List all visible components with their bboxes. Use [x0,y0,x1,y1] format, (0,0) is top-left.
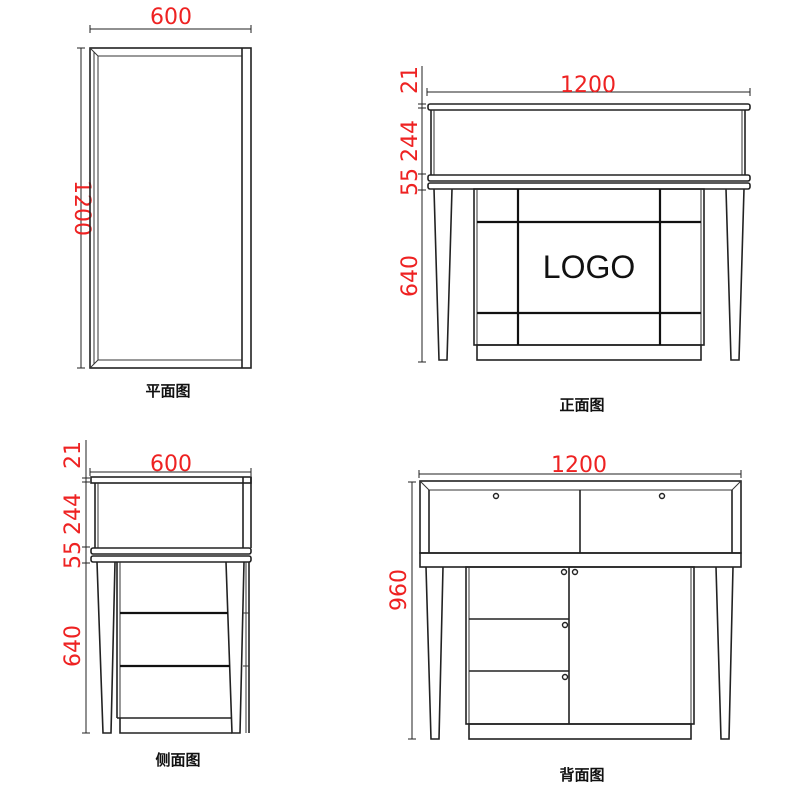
front-view: 1200 21 244 55 640 LOGO 正面 [398,66,751,414]
front-caption: 正面图 [559,396,604,414]
plan-width-label: 600 [150,5,192,30]
side-cabinet-dim: 640 [61,625,86,667]
side-width-label: 600 [150,452,192,477]
front-glass-dim: 244 [398,120,423,162]
back-total-dim: 960 [387,569,412,611]
side-view: 600 21 244 55 640 侧面图 [61,440,252,769]
back-caption: 背面图 [559,766,604,784]
front-cabinet-dim: 640 [398,255,423,297]
side-top-dim: 21 [61,441,86,469]
front-top-dim: 21 [398,66,423,94]
back-width-label: 1200 [551,453,607,478]
front-base-dim: 55 [398,168,423,196]
side-glass-dim: 244 [61,493,86,535]
side-caption: 侧面图 [155,751,200,769]
logo-placeholder: LOGO [543,249,635,285]
side-base-dim: 55 [61,541,86,569]
plan-view: 600 1200 平面图 [69,5,252,400]
plan-caption: 平面图 [145,382,190,400]
back-view: 1200 960 背面图 [387,453,742,784]
front-width-label: 1200 [560,73,616,98]
